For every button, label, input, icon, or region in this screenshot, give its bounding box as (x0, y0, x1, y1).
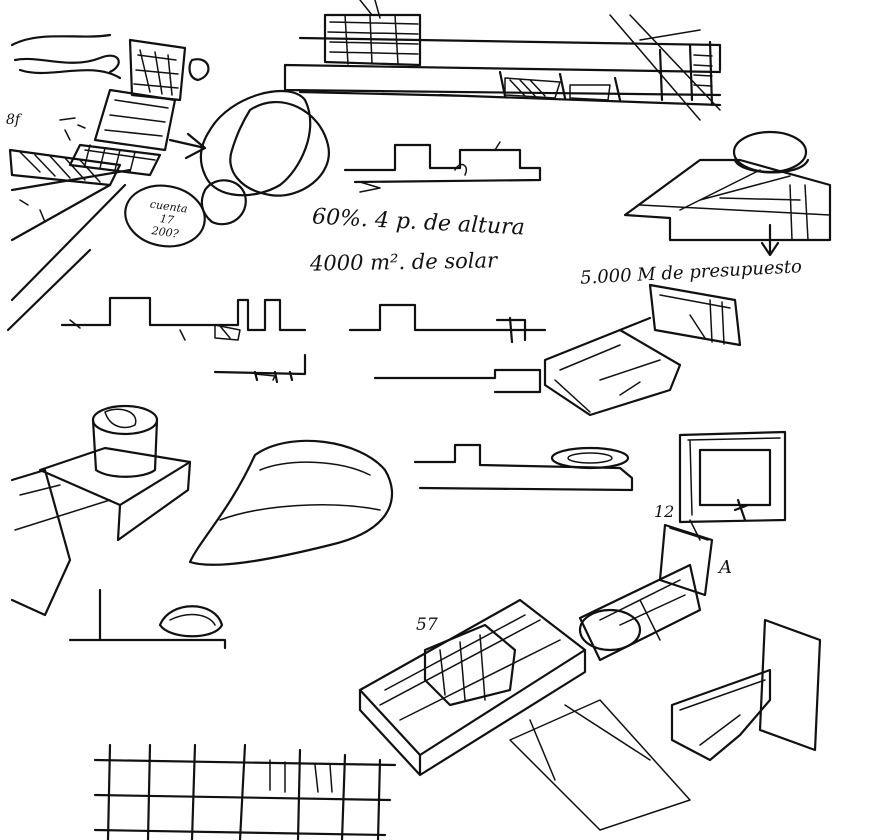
label-12: 12 (654, 502, 675, 521)
sketch-sections-middle (348, 303, 547, 394)
sketch-profile-section (343, 141, 542, 193)
sketch-bottom-right-box (670, 618, 822, 762)
sketch-right-perspective-dome (623, 130, 832, 257)
note-site-area: 4000 m². de solar (309, 248, 498, 276)
sketch-diagonal-blocks (358, 563, 702, 831)
label-a: A (719, 557, 732, 578)
sketch-center-blob (188, 439, 393, 566)
sketch-cylinder-plinth (10, 404, 192, 617)
sketch-right-frame (658, 430, 787, 597)
sketch-top-elevation (283, 0, 722, 121)
sketch-bottom-grid (93, 743, 397, 840)
sketch-profile-pond (413, 443, 634, 492)
label-8f: 8f (6, 112, 21, 128)
sketch-top-left-perspective (6, 33, 210, 332)
label-57: 57 (416, 615, 438, 635)
sketch-stacked-boxes (543, 283, 742, 417)
sketch-bottom-left-section (68, 588, 227, 650)
circle-note: cuenta 17 200? (145, 198, 188, 242)
sketch-sections-left (60, 296, 307, 384)
sketch-organic-blobs (199, 90, 330, 226)
